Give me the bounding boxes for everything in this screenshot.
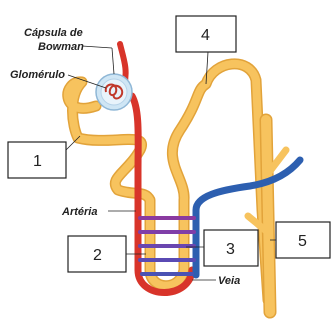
- label-glomerulo: Glomérulo: [10, 69, 65, 81]
- box-3-number: 3: [226, 241, 235, 258]
- box-2-number: 2: [93, 247, 102, 264]
- label-arteria: Artéria: [61, 206, 97, 218]
- capsula-pointer: [82, 46, 112, 48]
- bowman-capsule: [96, 74, 132, 110]
- box-1: 1: [8, 136, 80, 178]
- box-5: 5: [270, 222, 330, 258]
- capsula-pointer-down: [112, 48, 114, 74]
- box-2: 2: [68, 236, 146, 272]
- box-1-number: 1: [33, 153, 42, 170]
- collecting-duct-fill: [266, 120, 270, 312]
- label-veia: Veia: [218, 275, 240, 287]
- label-capsula-line2: Bowman: [38, 41, 84, 53]
- box-5-number: 5: [298, 233, 307, 250]
- label-capsula-line1: Cápsula de: [24, 27, 83, 39]
- box-4-number: 4: [201, 27, 210, 44]
